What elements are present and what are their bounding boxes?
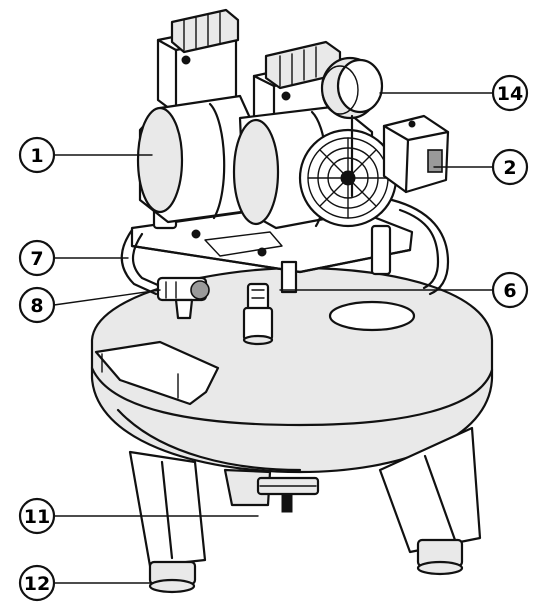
tank-label-oval: [328, 300, 416, 332]
pressure-switch: [382, 114, 450, 194]
callout-11: 11: [18, 497, 56, 535]
callout-2: 2: [491, 148, 529, 186]
callout-7: 7: [18, 239, 56, 277]
callout-number: 2: [503, 157, 516, 179]
callout-number: 1: [30, 145, 43, 167]
tank-handle-bracket: [94, 340, 220, 406]
check-valve: [156, 276, 210, 320]
callout-8: 8: [18, 286, 56, 324]
leader-line-8: [53, 289, 161, 306]
callout-12: 12: [18, 564, 56, 602]
callout-14: 14: [491, 74, 529, 112]
callout-number: 7: [30, 248, 43, 270]
callout-1: 1: [18, 136, 56, 174]
front-left-leg: [128, 450, 207, 594]
motor-fan-cover: [298, 128, 398, 228]
callout-number: 8: [30, 295, 43, 317]
air-intake-filter: [320, 56, 384, 120]
outlet-hose: [390, 198, 450, 296]
callout-number: 12: [24, 573, 50, 595]
callout-number: 14: [497, 83, 523, 105]
callout-number: 6: [503, 280, 516, 302]
leader-lines: [53, 92, 493, 584]
line-hose-7: [120, 228, 162, 296]
front-right-leg: [378, 426, 482, 576]
callout-6: 6: [491, 271, 529, 309]
drain-valve: [256, 476, 320, 513]
callout-number: 11: [24, 506, 50, 528]
left-cylinder-head: [156, 8, 240, 114]
safety-valve: [242, 282, 274, 346]
air-tank: [90, 266, 494, 474]
